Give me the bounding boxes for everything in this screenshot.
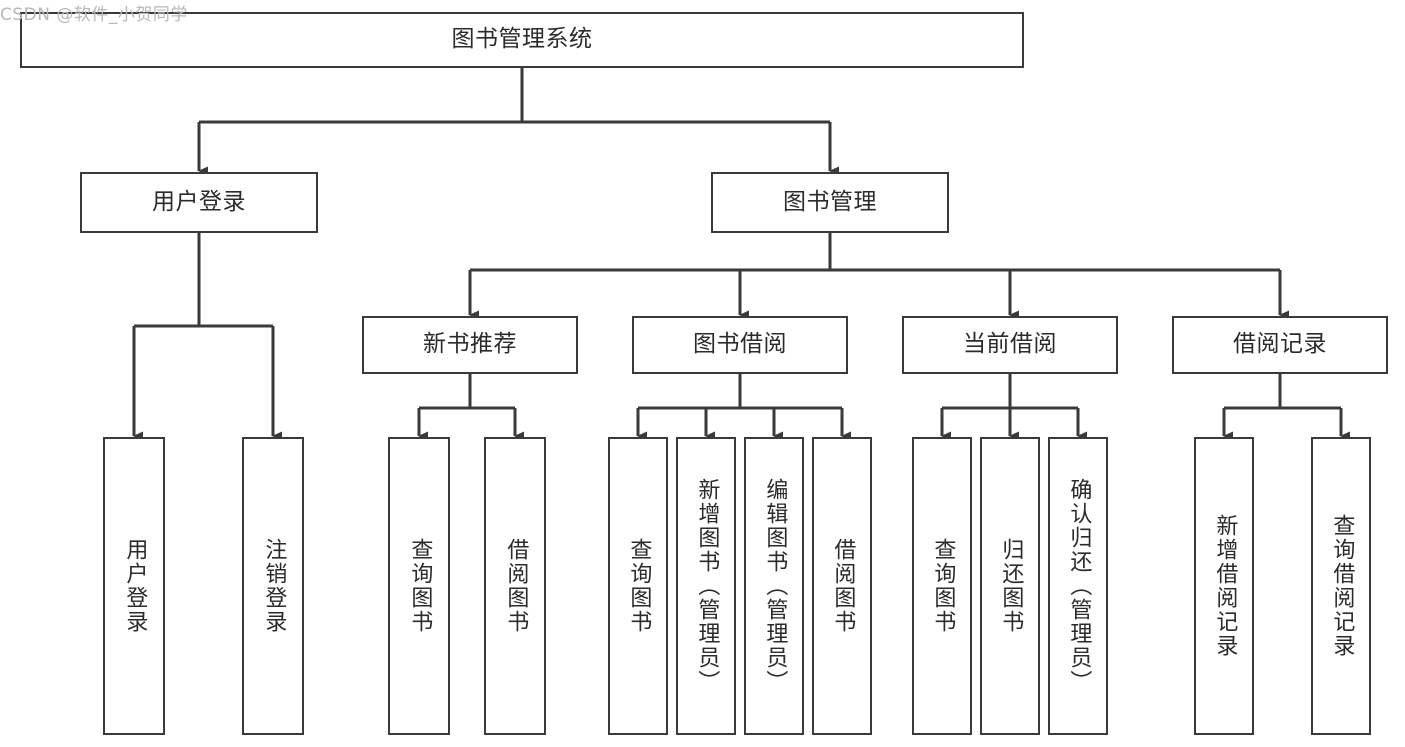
node-label: 借阅记录: [1233, 331, 1327, 358]
node-leaf-query-cur[interactable]: 查询图书: [912, 437, 972, 735]
node-leaf-edit-book[interactable]: 编辑图书（管理员）: [744, 437, 804, 735]
node-label: 注销登录: [261, 538, 287, 634]
node-label: 确认归还（管理员）: [1066, 478, 1092, 694]
node-label: 图书借阅: [693, 331, 787, 358]
node-book-manage[interactable]: 图书管理: [711, 172, 949, 233]
node-leaf-confirm-return[interactable]: 确认归还（管理员）: [1048, 437, 1108, 735]
node-leaf-query-book-rec[interactable]: 查询图书: [388, 437, 450, 735]
node-leaf-return-book[interactable]: 归还图书: [980, 437, 1040, 735]
node-new-book-rec[interactable]: 新书推荐: [362, 316, 578, 374]
node-label: 新书推荐: [423, 331, 517, 358]
node-leaf-add-record[interactable]: 新增借阅记录: [1194, 437, 1254, 735]
connector-group: [132, 68, 1350, 441]
node-leaf-query-book[interactable]: 查询图书: [608, 437, 668, 735]
node-user-login[interactable]: 用户登录: [80, 172, 318, 233]
node-leaf-borrow-book[interactable]: 借阅图书: [812, 437, 872, 735]
node-book-borrow[interactable]: 图书借阅: [632, 316, 848, 374]
node-label: 查询图书: [407, 538, 433, 634]
node-label: 当前借阅: [963, 331, 1057, 358]
node-borrow-record[interactable]: 借阅记录: [1172, 316, 1388, 374]
node-root[interactable]: 图书管理系统: [20, 12, 1024, 68]
node-leaf-borrow-book-rec[interactable]: 借阅图书: [484, 437, 546, 735]
node-label: 借阅图书: [503, 538, 529, 634]
node-label: 新增借阅记录: [1212, 514, 1238, 658]
node-label: 新增图书（管理员）: [694, 478, 720, 694]
node-label: 借阅图书: [830, 538, 856, 634]
node-label: 查询图书: [626, 538, 652, 634]
node-label: 查询借阅记录: [1329, 514, 1355, 658]
node-label: 用户登录: [122, 538, 148, 634]
node-label: 编辑图书（管理员）: [762, 478, 788, 694]
node-leaf-query-record[interactable]: 查询借阅记录: [1311, 437, 1371, 735]
node-leaf-add-book[interactable]: 新增图书（管理员）: [676, 437, 736, 735]
node-label: 图书管理: [783, 188, 877, 215]
node-leaf-user-login[interactable]: 用户登录: [103, 437, 165, 735]
node-leaf-logout[interactable]: 注销登录: [242, 437, 304, 735]
node-label: 查询图书: [930, 538, 956, 634]
node-label: 图书管理系统: [451, 26, 593, 53]
node-label: 归还图书: [998, 538, 1024, 634]
node-label: 用户登录: [152, 188, 246, 215]
node-current-borrow[interactable]: 当前借阅: [902, 316, 1118, 374]
